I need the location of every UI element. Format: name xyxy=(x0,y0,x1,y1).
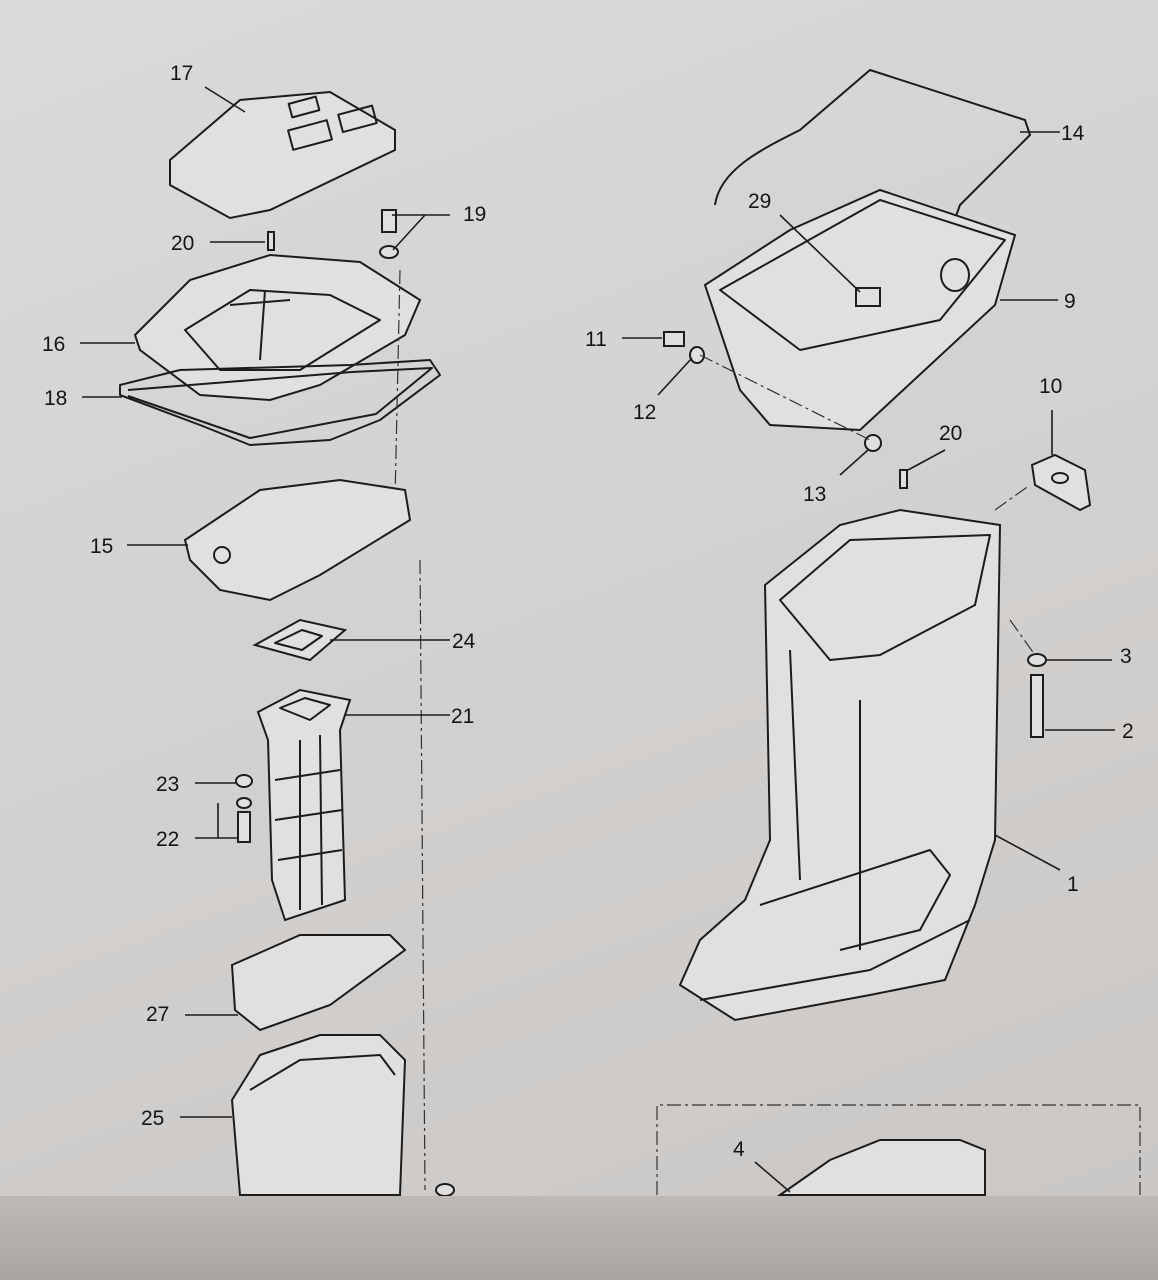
alignment-line-right xyxy=(699,354,1036,656)
part-23-washer xyxy=(235,774,253,788)
part-24-gasket xyxy=(252,618,348,662)
callout-20-left: 20 xyxy=(171,232,194,255)
part-3-washer xyxy=(1027,653,1047,667)
part-21-exhaust-guide xyxy=(256,688,352,922)
part-22-bolt xyxy=(236,797,252,843)
page-bottom-edge xyxy=(0,1196,1158,1280)
callout-22: 22 xyxy=(156,828,179,851)
callout-14: 14 xyxy=(1061,122,1085,145)
part-19-bolt-washer xyxy=(379,209,399,259)
callout-17: 17 xyxy=(170,62,193,85)
part-11-screw xyxy=(663,331,685,347)
callout-16: 16 xyxy=(42,333,65,356)
part-13-nut xyxy=(864,434,882,452)
callout-1: 1 xyxy=(1067,873,1079,896)
callout-25: 25 xyxy=(141,1107,164,1130)
part-15-gasket xyxy=(183,478,412,602)
callout-3: 3 xyxy=(1120,645,1132,668)
callout-27: 27 xyxy=(146,1003,169,1026)
callout-21: 21 xyxy=(451,705,474,728)
part-25-oil-pan xyxy=(230,1034,407,1196)
callout-18: 18 xyxy=(44,387,67,410)
callout-12: 12 xyxy=(633,401,656,424)
callout-15: 15 xyxy=(90,535,113,558)
callout-9: 9 xyxy=(1064,290,1076,313)
part-1-upper-casing xyxy=(678,508,1002,1022)
part-9-apron xyxy=(703,188,1017,432)
part-17-gasket-plate xyxy=(169,90,396,220)
part-10-damper xyxy=(1030,453,1092,512)
part-27-gasket xyxy=(230,934,407,1032)
alignment-line-left xyxy=(394,269,426,1191)
callout-10: 10 xyxy=(1039,375,1062,398)
callout-2: 2 xyxy=(1122,720,1134,743)
part-12-washer xyxy=(689,346,705,364)
inset-box-part-4 xyxy=(656,1104,1141,1196)
callout-29: 29 xyxy=(748,190,771,213)
part-18-seal xyxy=(119,359,441,446)
callout-23: 23 xyxy=(156,773,179,796)
part-16-adapter xyxy=(133,253,422,402)
callout-24: 24 xyxy=(452,630,476,653)
part-2-bolt xyxy=(1030,674,1044,738)
part-20-pin-right xyxy=(899,469,908,489)
callout-11: 11 xyxy=(585,328,607,351)
leader-lines xyxy=(80,86,1115,1193)
callout-13: 13 xyxy=(803,483,826,506)
callout-20-right: 20 xyxy=(939,422,962,445)
part-20-pin-left xyxy=(267,231,275,251)
callout-4: 4 xyxy=(733,1138,745,1161)
callout-19: 19 xyxy=(463,203,486,226)
small-part-bottom-left xyxy=(435,1183,455,1197)
part-14-rubber-seal xyxy=(714,69,1031,276)
part-29-grommet xyxy=(855,287,881,307)
